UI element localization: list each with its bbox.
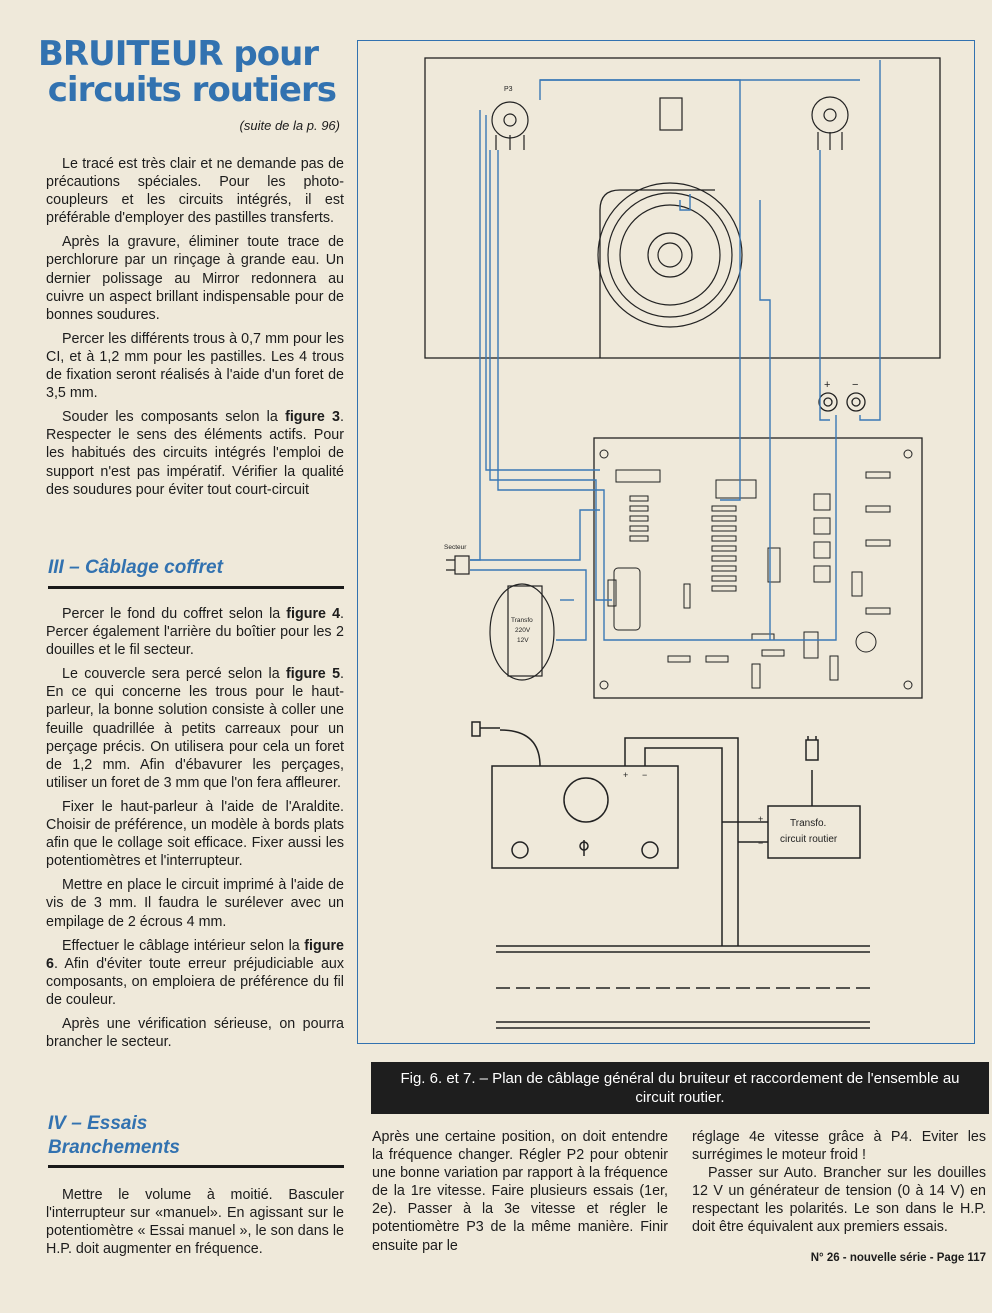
bruiteur-box [491,765,679,869]
pcb-board [593,437,923,699]
title-line-1: BRUITEUR pour [38,34,319,74]
banana-socket-icon [818,392,866,412]
figure-reference: figure 3 [285,409,341,426]
text-run: Souder les composants selon la [62,409,286,426]
paragraph: Percer le fond du coffret selon la figur… [46,605,344,659]
speaker-bracket [599,189,715,358]
transformer-icon [489,583,555,681]
paragraph: Le couvercle sera percé selon la figure … [46,665,344,792]
figure-reference: figure 5 [286,666,341,683]
text-run: Le couvercle sera percé selon la [62,666,287,683]
paragraph: réglage 4e vitesse grâce à P4. Eviter le… [692,1129,986,1164]
figure-caption: Fig. 6. et 7. – Plan de câblage général … [371,1062,989,1114]
fig7-plus: + [623,770,628,780]
figure-reference: figure 4 [286,606,341,622]
article-title: BRUITEUR pour circuits routiers [38,36,338,108]
paragraph: Mettre le volume à moitié. Basculer l'in… [46,1187,344,1258]
section-heading-essais: IV – Essais Branchements [48,1112,344,1160]
paragraph: Après une vérification sérieuse, on pour… [46,1015,344,1051]
paragraph: Effectuer le câblage intérieur selon la … [46,937,344,1009]
section-rule [48,586,344,589]
text-run: . En ce qui concerne les trous pour le h… [46,666,345,791]
heading-line: IV – Essais [48,1113,148,1134]
fig7-minus: − [642,770,647,780]
box-plus: + [758,814,763,824]
essais-continued-text: Après une certaine position, on doit ent… [372,1128,668,1255]
text-run: Effectuer le câblage intérieur selon la [62,937,305,954]
intro-text: Le tracé est très clair et ne demande pa… [46,155,344,505]
mains-plug-icon [446,555,470,575]
text-run: . Afin d'éviter toute erreur préjudiciab… [46,955,344,1008]
heading-line: Branchements [48,1137,180,1158]
transfo-secondary-label: 12V [517,637,529,644]
pcb-components [599,449,913,690]
section-rule [48,1165,344,1168]
paragraph: Après la gravure, éliminer toute trace d… [46,234,344,323]
circuit-connection-figure [471,721,870,1029]
wiring-wires [470,60,881,641]
transfo-box [767,805,861,859]
paragraph: Fixer le haut-parleur à l'aide de l'Aral… [46,798,344,870]
text-run: Percer le fond du coffret selon la [62,606,287,622]
secteur-label: Secteur [444,544,467,551]
wiring-figure-frame [357,40,975,1044]
paragraph: Souder les composants selon la figure 3.… [46,408,344,498]
paragraph: Mettre en place le circuit imprimé à l'a… [46,877,344,930]
paragraph: Passer sur Auto. Brancher sur les douill… [692,1165,986,1236]
title-line-2: circuits routiers [47,70,337,110]
section-heading-cablage: III – Câblage coffret [48,557,223,578]
enclosure-lid-outline [424,57,941,359]
socket-minus-label: − [852,379,858,391]
potentiometer-icon [491,101,529,150]
p3-label: P3 [504,86,513,93]
paragraph: Percer les différents trous à 0,7 mm pou… [46,330,344,402]
box-minus: − [758,838,763,848]
continued-from-note: (suite de la p. 96) [239,118,340,133]
essais-final-text: réglage 4e vitesse grâce à P4. Eviter le… [692,1128,986,1237]
transfo-box-label-1: Transfo. [790,818,826,829]
potentiometer-icon [811,96,849,150]
speaker-icon [597,182,743,328]
figure-reference: figure 6 [46,937,344,972]
section-essais-text: Mettre le volume à moitié. Basculer l'in… [46,1186,344,1264]
paragraph: Le tracé est très clair et ne demande pa… [46,156,344,227]
switch-icon [659,97,683,131]
transfo-primary-label: 220V [515,627,531,634]
socket-plus-label: + [824,379,830,391]
text-run: . Percer également l'arrière du boîtier … [46,606,345,659]
transfo-box-label-2: circuit routier [780,834,838,845]
transfo-label: Transfo [511,617,533,624]
text-run: . Respecter le sens des éléments actifs.… [46,409,344,498]
page-footer: N° 26 - nouvelle série - Page 117 [810,1252,986,1264]
section-cablage-text: Percer le fond du coffret selon la figur… [46,605,344,1057]
paragraph: Après une certaine position, on doit ent… [372,1129,668,1254]
